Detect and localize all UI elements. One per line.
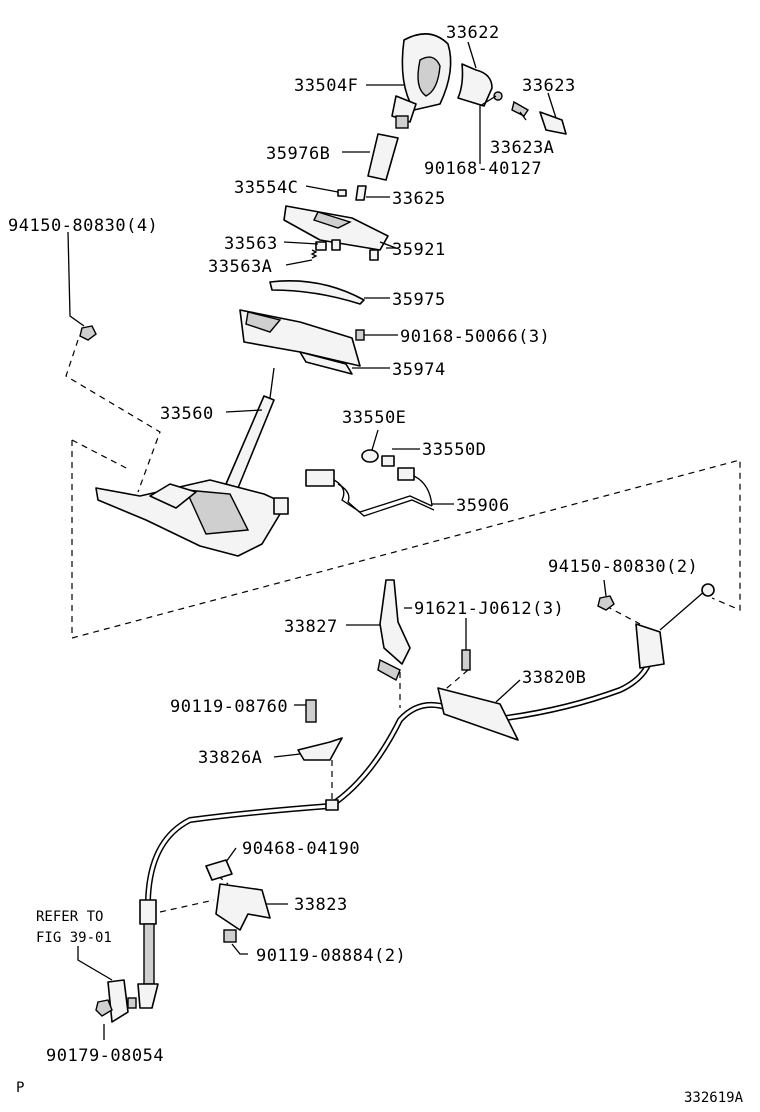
label-33625: 33625 [392,189,446,209]
label-35906: 35906 [456,496,510,516]
label-94150-80830-2: 94150-80830(2) [548,557,698,577]
clamp-33826a [297,737,343,761]
label-33826a: 33826A [198,748,262,768]
label-33504f: 33504F [294,76,358,96]
bulbs [361,449,395,467]
clip-90468-04190 [205,859,233,881]
transmission-lever [95,979,137,1023]
label-90468-04190: 90468-04190 [242,839,360,859]
knob-boot [367,133,399,181]
bolt-90119-08884 [223,929,237,943]
label-35976b: 35976B [266,144,330,164]
label-33820b: 33820B [522,668,586,688]
leader-lines [67,41,607,1040]
label-33550d: 33550D [422,440,486,460]
label-33550e: 33550E [342,408,406,428]
label-33560: 33560 [160,404,214,424]
shift-knob [391,33,452,129]
refer-note-line1: REFER TO [36,909,103,925]
bracket-33823 [215,883,271,931]
small-pins [337,185,367,201]
shift-lever-assembly [95,367,289,557]
label-35921: 35921 [392,240,446,260]
page-marker: P [16,1080,24,1096]
label-90168-40127: 90168-40127 [424,159,542,179]
label-35974: 35974 [392,360,446,380]
label-33823: 33823 [294,895,348,915]
bolt-90119-08760 [305,699,317,723]
shift-button [511,100,567,135]
bolt-91621-j0612 [461,649,471,671]
indicator-housing [283,205,389,261]
label-33827: 33827 [284,617,338,637]
label-33622: 33622 [446,23,500,43]
diagram-id: 332619A [684,1090,744,1106]
wire-harness [305,467,435,517]
slide-plate [269,280,365,305]
screw-90168-50066 [355,329,365,341]
shift-cable [137,583,715,1009]
label-94150-80830-4: 94150-80830(4) [8,216,158,236]
label-33623a: 33623A [490,138,554,158]
label-33623: 33623 [522,76,576,96]
label-90119-08760: 90119-08760 [170,697,288,717]
refer-note-line2: FIG 39-01 [36,930,112,946]
part-labels: 33622 33504F 33623 33623A 35976B 90168-4… [8,23,744,1106]
label-91621-j0612: 91621-J0612(3) [414,599,564,619]
cable-bracket [377,579,411,681]
position-housing [239,309,361,375]
label-90119-08884: 90119-08884(2) [256,946,406,966]
nut-94150-80830-2 [597,595,615,611]
label-33563: 33563 [224,234,278,254]
detent-parts [310,241,327,259]
nut-94150-80830-4 [79,325,97,341]
label-35975: 35975 [392,290,446,310]
label-33563a: 33563A [208,257,272,277]
label-90168-50066: 90168-50066(3) [400,327,550,347]
label-33554c: 33554C [234,178,298,198]
knob-cover [457,63,503,107]
label-90179-08054: 90179-08054 [46,1046,164,1066]
